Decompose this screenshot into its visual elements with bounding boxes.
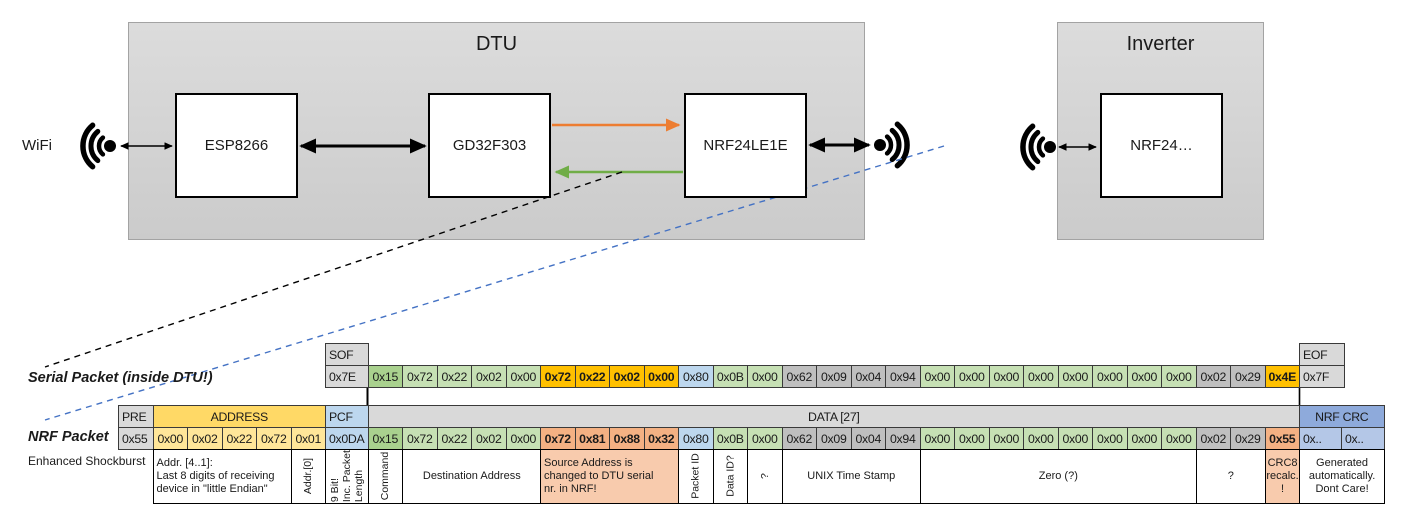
nrf-byte-cell: 0x00 xyxy=(747,427,783,450)
unix-timestamp-note: UNIX Time Stamp xyxy=(781,449,922,504)
pcf-length-note: 9 Bit! Inc. Packet Length xyxy=(325,449,370,504)
sof-byte-cell: 0x7E xyxy=(325,365,369,388)
serial-byte-cell: 0x00 xyxy=(1161,365,1197,388)
nrf-crc-byte-cell: 0x.. xyxy=(1299,427,1342,450)
nrf-byte-cell: 0x62 xyxy=(781,427,817,450)
serial-byte-cell: 0x00 xyxy=(747,365,783,388)
inverter-nrf24-box: NRF24… xyxy=(1100,93,1223,198)
address-byte-cell: 0x22 xyxy=(221,427,257,450)
nrf-byte-cell: 0x09 xyxy=(816,427,852,450)
nrf-byte-cell: 0x29 xyxy=(1230,427,1266,450)
nrf-byte-cell: 0x72 xyxy=(540,427,576,450)
serial-byte-cell: 0x72 xyxy=(402,365,438,388)
nrf-byte-cell: 0x32 xyxy=(643,427,679,450)
nrf-byte-cell: 0x00 xyxy=(1023,427,1059,450)
serial-byte-cell: 0x00 xyxy=(919,365,955,388)
packet-id-note: Packet ID xyxy=(678,449,715,504)
pcf-header-cell: PCF xyxy=(325,405,369,428)
nrf-byte-cell: 0x80 xyxy=(678,427,714,450)
nrf-byte-cell: 0x15 xyxy=(367,427,403,450)
inverter-nrf24-label: NRF24… xyxy=(1130,137,1193,154)
pre-byte-cell: 0x55 xyxy=(118,427,154,450)
sof-header-cell: SOF xyxy=(325,343,369,366)
command-note: Command xyxy=(367,449,404,504)
nrf-crc-header-cell: NRF CRC xyxy=(1299,405,1385,428)
serial-byte-cell: 0x4E xyxy=(1264,365,1300,388)
nrf-byte-cell: 0x00 xyxy=(1092,427,1128,450)
nrf-byte-cell: 0x00 xyxy=(1161,427,1197,450)
nrf-byte-cell: 0x00 xyxy=(1057,427,1093,450)
nrf-byte-cell: 0x81 xyxy=(574,427,610,450)
serial-byte-cell: 0x02 xyxy=(1195,365,1231,388)
nrf-byte-cell: 0x00 xyxy=(505,427,541,450)
address-byte-cell: 0x72 xyxy=(256,427,292,450)
address-header-cell: ADDRESS xyxy=(152,405,326,428)
crc-generated-note: Generated automatically. Dont Care! xyxy=(1299,449,1386,504)
nrf-byte-cell: 0x88 xyxy=(609,427,645,450)
serial-byte-cell: 0x00 xyxy=(1023,365,1059,388)
address-byte-cell: 0x02 xyxy=(187,427,223,450)
serial-byte-cell: 0x02 xyxy=(609,365,645,388)
address-byte-cell: 0x01 xyxy=(290,427,326,450)
serial-byte-cell: 0x72 xyxy=(540,365,576,388)
serial-byte-cell: 0x0B xyxy=(712,365,748,388)
source-address-note: Source Address is changed to DTU serial … xyxy=(540,449,680,504)
serial-byte-cell: 0x02 xyxy=(471,365,507,388)
nrf-byte-cell: 0x0B xyxy=(712,427,748,450)
eof-byte-cell: 0x7F xyxy=(1299,365,1345,388)
nrf-byte-cell: 0x55 xyxy=(1264,427,1300,450)
nrf-byte-cell: 0x72 xyxy=(402,427,438,450)
enhanced-shockburst-label: Enhanced Shockburst xyxy=(28,454,146,468)
serial-byte-cell: 0x09 xyxy=(816,365,852,388)
serial-byte-cell: 0x00 xyxy=(1092,365,1128,388)
addr0-note: Addr.[0] xyxy=(290,449,327,504)
nrf-byte-cell: 0x04 xyxy=(850,427,886,450)
nrf-byte-cell: 0x00 xyxy=(1126,427,1162,450)
nrf-byte-cell: 0x00 xyxy=(954,427,990,450)
unknown-tail-note: ? xyxy=(1195,449,1267,504)
dtu-title: DTU xyxy=(475,33,518,55)
serial-byte-cell: 0x00 xyxy=(1057,365,1093,388)
address-byte-cell: 0x00 xyxy=(152,427,188,450)
destination-address-note: Destination Address xyxy=(402,449,542,504)
serial-byte-cell: 0x22 xyxy=(436,365,472,388)
wifi-label: WiFi xyxy=(22,137,52,154)
nrf-crc-byte-cell: 0x.. xyxy=(1341,427,1385,450)
nrf-byte-cell: 0x00 xyxy=(919,427,955,450)
inverter-title: Inverter xyxy=(1126,33,1195,55)
serial-byte-cell: 0x00 xyxy=(954,365,990,388)
serial-byte-cell: 0x80 xyxy=(678,365,714,388)
serial-byte-cell: 0x00 xyxy=(988,365,1024,388)
nrf-byte-cell: 0x02 xyxy=(1195,427,1231,450)
nrf-byte-cell: 0x94 xyxy=(885,427,921,450)
eof-header-cell: EOF xyxy=(1299,343,1345,366)
data-header-cell: DATA [27] xyxy=(367,405,1300,428)
serial-byte-cell: 0x22 xyxy=(574,365,610,388)
crc8-recalc-note: CRC8 recalc. ! xyxy=(1264,449,1301,504)
serial-byte-cell: 0x15 xyxy=(367,365,403,388)
serial-byte-cell: 0x00 xyxy=(643,365,679,388)
nrf-packet-label: NRF Packet xyxy=(28,429,109,445)
nrf-byte-cell: 0x02 xyxy=(471,427,507,450)
serial-byte-cell: 0x04 xyxy=(850,365,886,388)
unknown-byte-note: ? xyxy=(747,449,784,504)
data-id-note: Data ID? xyxy=(712,449,749,504)
serial-byte-cell: 0x62 xyxy=(781,365,817,388)
serial-byte-cell: 0x00 xyxy=(505,365,541,388)
nrf-byte-cell: 0x00 xyxy=(988,427,1024,450)
addr-receiving-note: Addr. [4..1]: Last 8 digits of receiving… xyxy=(152,449,293,504)
serial-byte-cell: 0x00 xyxy=(1126,365,1162,388)
pcf-byte-cell: 0x0DA xyxy=(325,427,369,450)
pre-header-cell: PRE xyxy=(118,405,154,428)
serial-byte-cell: 0x29 xyxy=(1230,365,1266,388)
nrf-byte-cell: 0x22 xyxy=(436,427,472,450)
serial-byte-cell: 0x94 xyxy=(885,365,921,388)
zero-note: Zero (?) xyxy=(919,449,1198,504)
